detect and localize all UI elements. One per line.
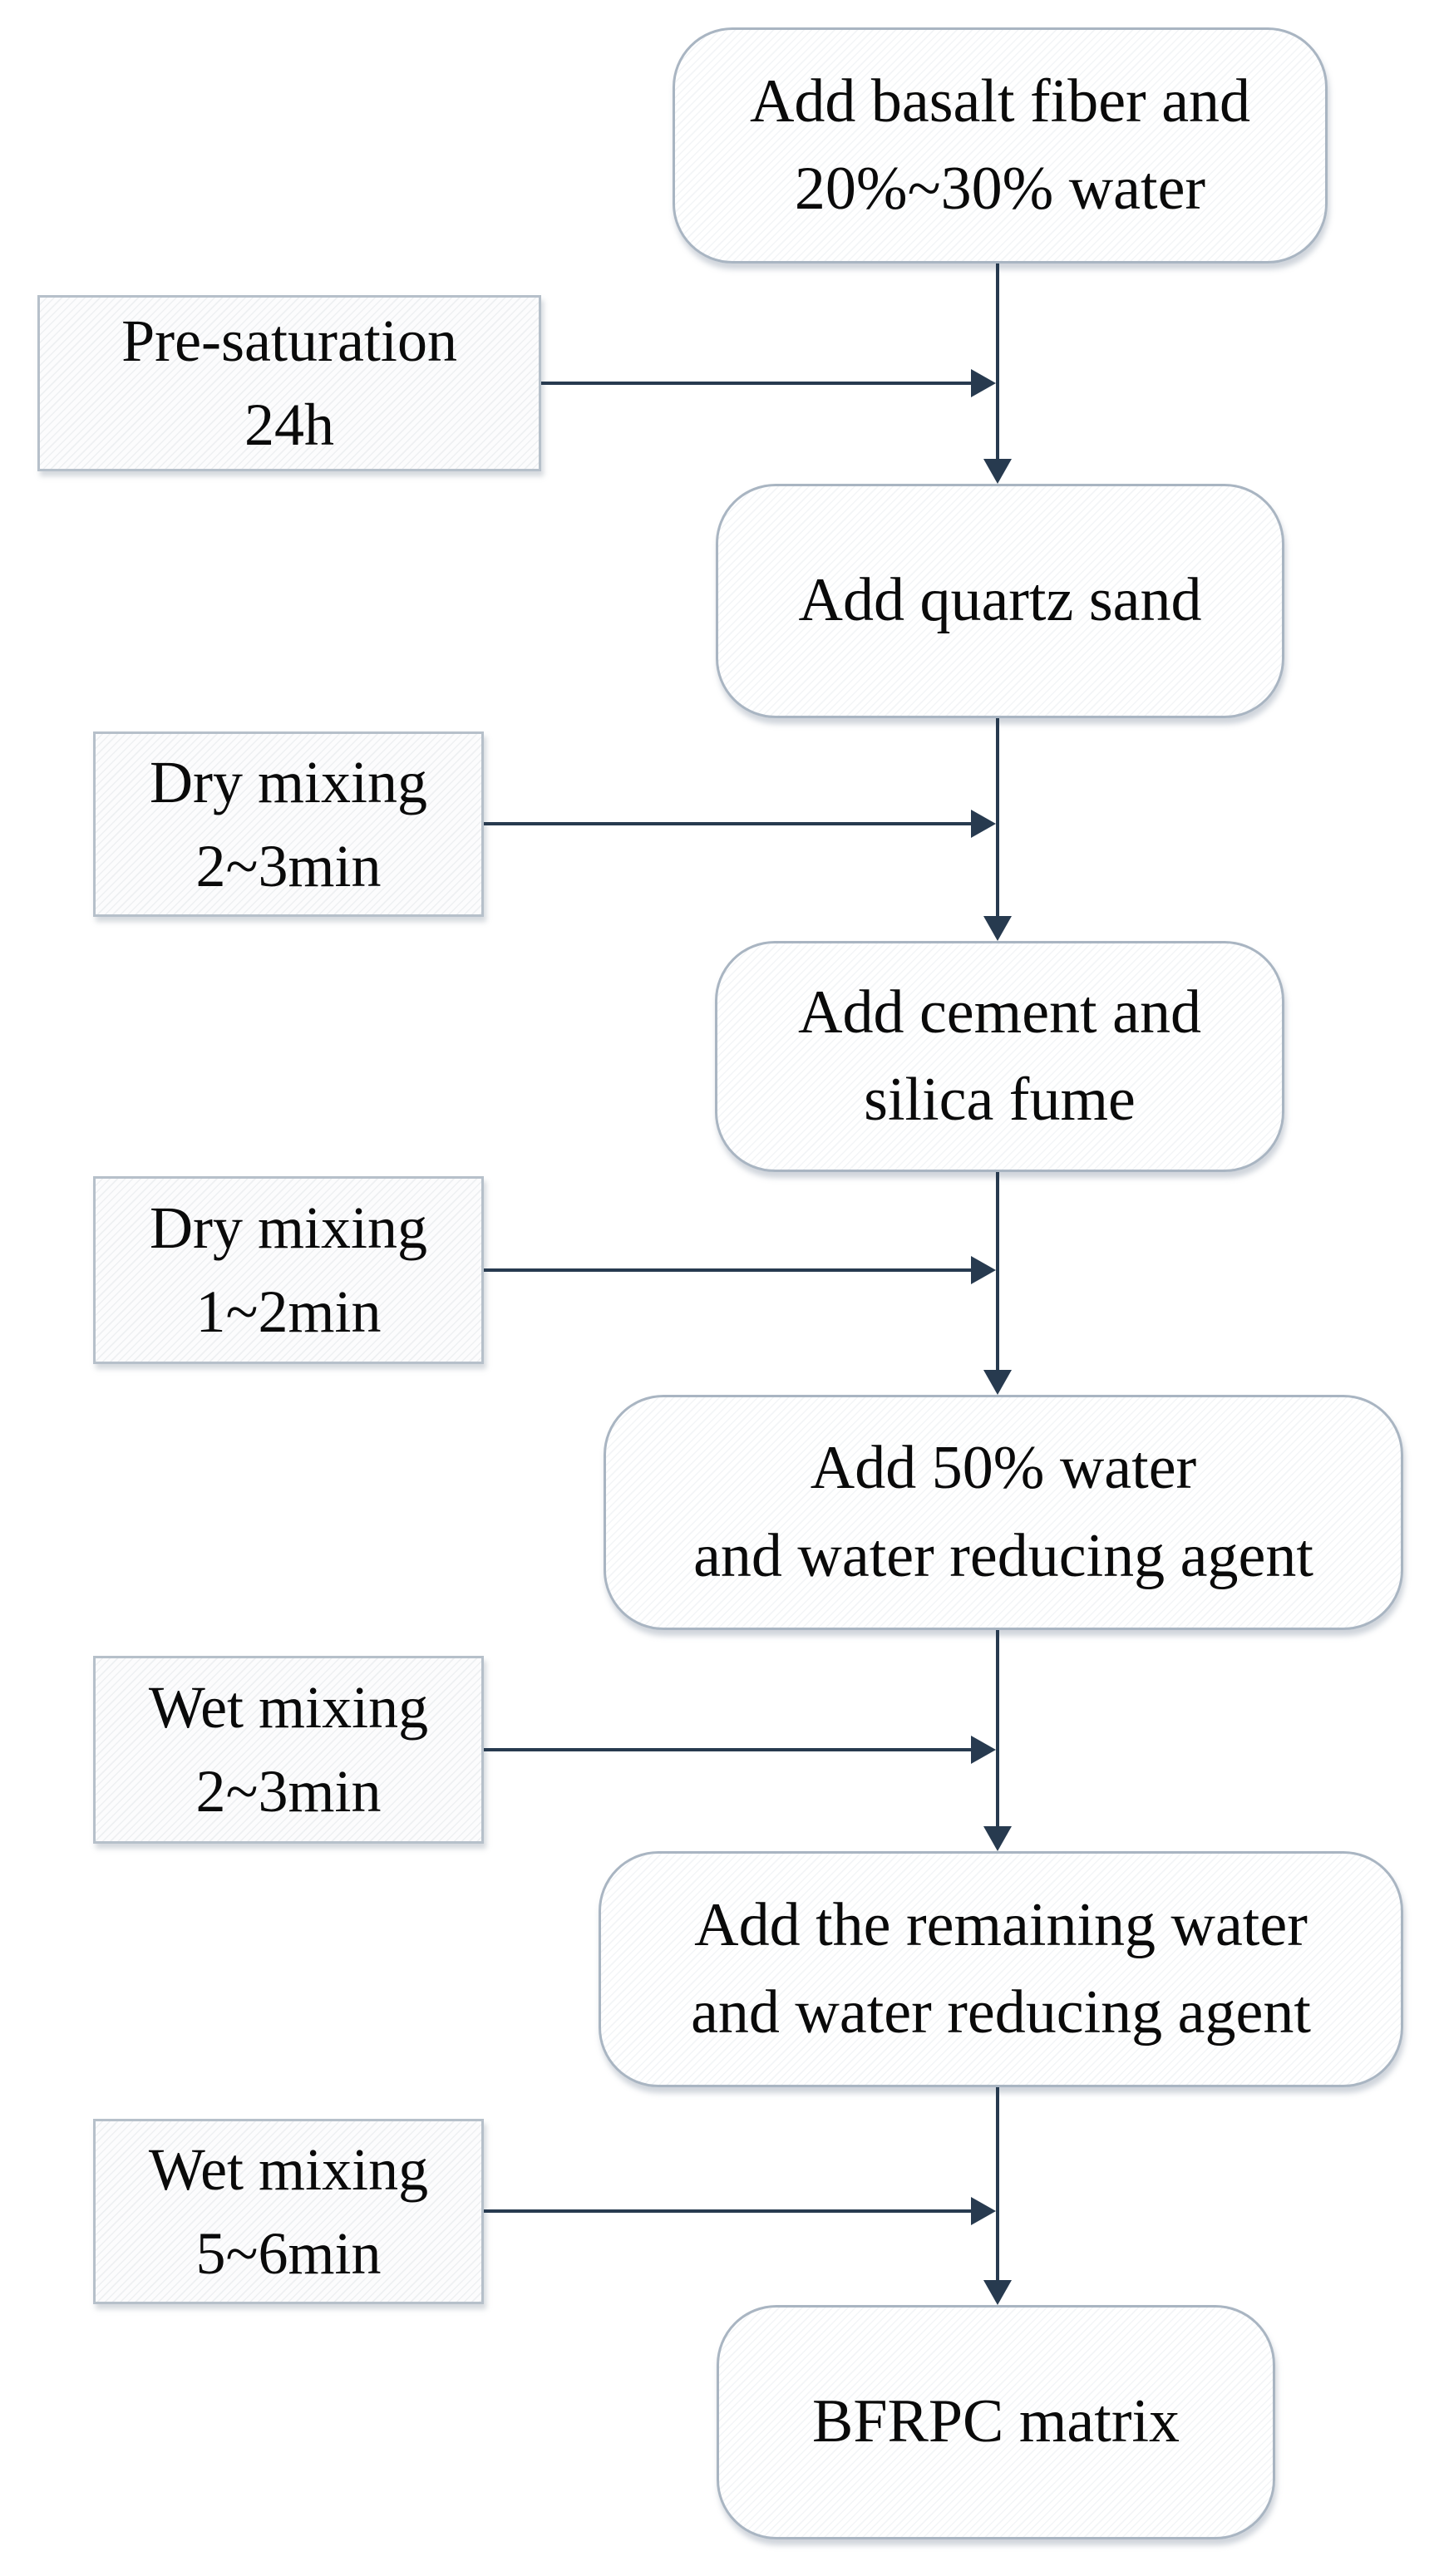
- arrowhead-down-icon: [983, 916, 1012, 941]
- down-arrow-connector-1: [983, 264, 1012, 484]
- side-text-line: 5~6min: [195, 2219, 382, 2287]
- arrowhead-down-icon: [983, 1826, 1012, 1851]
- connector-shaft: [484, 822, 971, 825]
- connector-shaft: [484, 1268, 971, 1272]
- side-text-line: 2~3min: [195, 1758, 382, 1825]
- down-arrow-connector-4: [983, 1630, 1012, 1851]
- flow-node-add-50-water: Add 50% water and water reducing agent: [604, 1395, 1403, 1630]
- side-text-line: Pre-saturation: [121, 308, 457, 375]
- side-arrow-connector-2: [484, 810, 996, 838]
- down-arrow-connector-2: [983, 718, 1012, 941]
- arrowhead-down-icon: [983, 2280, 1012, 2305]
- side-text-line: Dry mixing: [150, 748, 427, 815]
- side-text-line: Wet mixing: [148, 1674, 429, 1741]
- connector-shaft: [996, 1172, 999, 1370]
- side-text-line: 2~3min: [195, 832, 382, 899]
- connector-shaft: [996, 1630, 999, 1826]
- side-arrow-connector-3: [484, 1256, 996, 1284]
- side-text-line: 1~2min: [195, 1278, 382, 1345]
- node-text-line: Add cement and: [798, 978, 1201, 1047]
- connector-shaft: [484, 1748, 971, 1751]
- node-text-line: and water reducing agent: [693, 1521, 1313, 1590]
- side-arrow-connector-5: [484, 2197, 996, 2225]
- side-text-line: 24h: [244, 392, 334, 458]
- node-text-line: 20%~30% water: [794, 155, 1206, 223]
- connector-shaft: [996, 2087, 999, 2280]
- down-arrow-connector-3: [983, 1172, 1012, 1395]
- side-text-line: Wet mixing: [148, 2135, 429, 2203]
- side-label-wet-mixing-2-3min: Wet mixing 2~3min: [93, 1656, 484, 1844]
- arrowhead-right-icon: [971, 2197, 996, 2225]
- node-text-line: and water reducing agent: [691, 1978, 1311, 2047]
- flow-node-add-basalt-fiber: Add basalt fiber and 20%~30% water: [673, 27, 1328, 264]
- connector-shaft: [996, 718, 999, 916]
- flow-node-add-remaining-water: Add the remaining water and water reduci…: [599, 1851, 1403, 2087]
- arrowhead-right-icon: [971, 369, 996, 397]
- node-text-line: Add basalt fiber and: [749, 66, 1251, 135]
- side-label-dry-mixing-2-3min: Dry mixing 2~3min: [93, 731, 484, 917]
- flow-node-bfrpc-matrix: BFRPC matrix: [717, 2305, 1275, 2539]
- side-arrow-connector-1: [541, 369, 996, 397]
- side-label-pre-saturation: Pre-saturation 24h: [37, 295, 541, 471]
- node-text-line: Add 50% water: [810, 1434, 1197, 1503]
- connector-shaft: [541, 382, 971, 385]
- down-arrow-connector-5: [983, 2087, 1012, 2305]
- flow-node-add-cement-silica-fume: Add cement and silica fume: [715, 941, 1284, 1172]
- node-text-line: Add quartz sand: [798, 566, 1202, 635]
- side-arrow-connector-4: [484, 1736, 996, 1764]
- connector-shaft: [996, 264, 999, 459]
- node-text-line: Add the remaining water: [694, 1890, 1308, 1959]
- flow-node-add-quartz-sand: Add quartz sand: [716, 484, 1284, 718]
- arrowhead-right-icon: [971, 1256, 996, 1284]
- arrowhead-right-icon: [971, 810, 996, 838]
- side-label-wet-mixing-5-6min: Wet mixing 5~6min: [93, 2119, 484, 2304]
- arrowhead-down-icon: [983, 459, 1012, 484]
- arrowhead-down-icon: [983, 1370, 1012, 1395]
- side-label-dry-mixing-1-2min: Dry mixing 1~2min: [93, 1176, 484, 1364]
- connector-shaft: [484, 2209, 971, 2213]
- node-text-line: silica fume: [864, 1066, 1136, 1134]
- node-text-line: BFRPC matrix: [811, 2387, 1180, 2456]
- arrowhead-right-icon: [971, 1736, 996, 1764]
- side-text-line: Dry mixing: [150, 1194, 427, 1262]
